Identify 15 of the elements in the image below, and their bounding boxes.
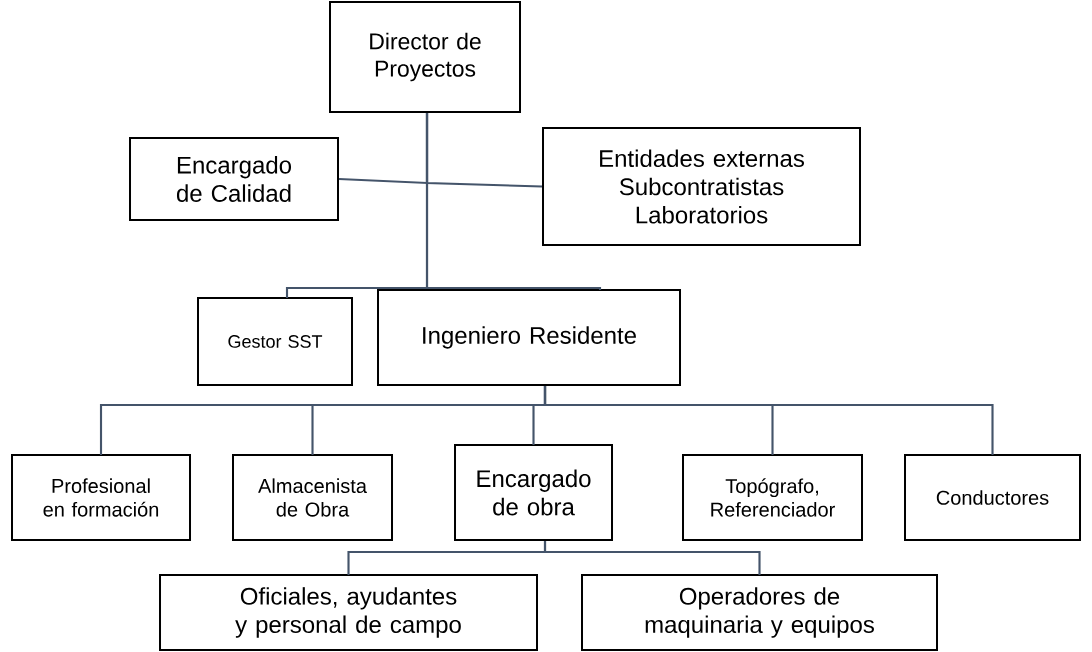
org-box: Ingeniero Residente: [377, 289, 681, 386]
org-box: Gestor SST: [197, 297, 353, 386]
org-box: Topógrafo, Referenciador: [682, 454, 863, 541]
org-box: Oficiales, ayudantes y personal de campo: [159, 574, 538, 651]
org-box: Encargado de obra: [454, 444, 613, 541]
org-box: Almacenista de Obra: [232, 454, 393, 541]
org-box: Encargado de Calidad: [129, 137, 339, 221]
org-box: Entidades externas Subcontratistas Laboratorios: [542, 127, 861, 246]
org-box: Profesional en formación: [11, 454, 191, 541]
connector-line: [425, 113, 602, 291]
connector-line: [543, 386, 994, 455]
connector-line: [543, 541, 761, 575]
org-box: Director de Proyectos: [329, 1, 521, 113]
org-box: Operadores de maquinaria y equipos: [581, 574, 938, 651]
org-box: Conductores: [904, 454, 1081, 541]
